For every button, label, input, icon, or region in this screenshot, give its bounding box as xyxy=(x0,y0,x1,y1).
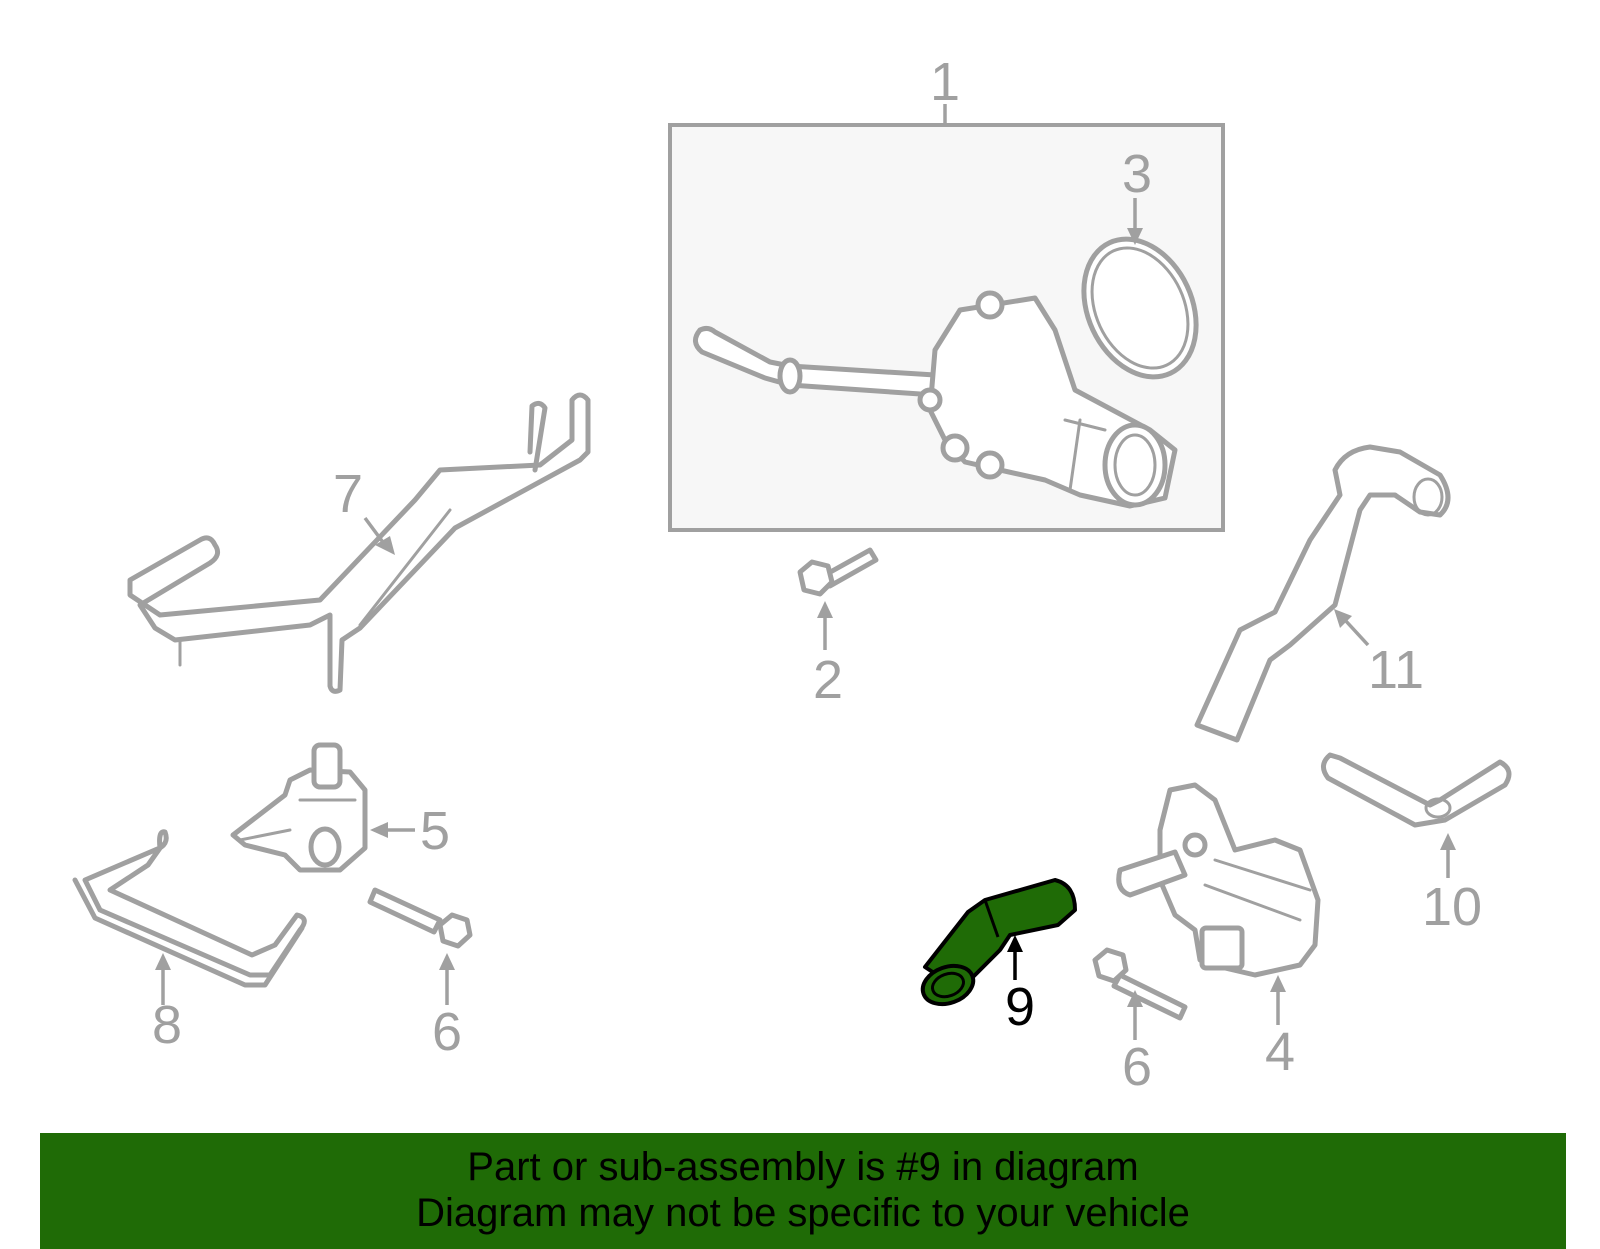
part-9-hose[interactable] xyxy=(917,878,1077,1011)
part-9-hose-body[interactable] xyxy=(923,878,1077,992)
part-4-pump[interactable] xyxy=(1116,782,1321,978)
callout-3: 3 xyxy=(1122,144,1152,204)
leader-lines xyxy=(155,198,1456,1040)
callout-4: 4 xyxy=(1265,1022,1295,1082)
part-11-hose[interactable] xyxy=(1194,444,1451,743)
callout-6-left: 6 xyxy=(432,1002,462,1062)
callout-8: 8 xyxy=(152,995,182,1055)
part-8-hose[interactable] xyxy=(72,829,307,988)
callout-5: 5 xyxy=(420,801,450,861)
callout-labels: 1 2 3 4 5 6 6 7 8 9 10 11 xyxy=(152,52,1482,1097)
part-3-gasket[interactable] xyxy=(1062,221,1217,395)
part-7-pipe[interactable] xyxy=(127,392,591,694)
part-10-hose[interactable] xyxy=(1321,752,1512,828)
banner-line-1: Part or sub-assembly is #9 in diagram xyxy=(467,1145,1139,1189)
callout-7: 7 xyxy=(333,464,363,524)
banner-line-2: Diagram may not be specific to your vehi… xyxy=(416,1191,1190,1235)
part-6-bolt-left[interactable] xyxy=(367,887,473,949)
parts-diagram: 1 2 3 4 5 6 6 7 8 9 10 11 xyxy=(72,52,1512,1097)
part-6-bolt-right[interactable] xyxy=(1092,947,1188,1021)
part-5-valve[interactable] xyxy=(230,742,368,873)
callout-11: 11 xyxy=(1368,640,1424,700)
part-1-housing[interactable] xyxy=(693,290,1178,509)
callout-6-right: 6 xyxy=(1122,1037,1152,1097)
info-banner: Part or sub-assembly is #9 in diagram Di… xyxy=(40,1133,1566,1249)
part-2-bolt[interactable] xyxy=(797,547,879,597)
callout-1: 1 xyxy=(930,52,960,112)
callout-9: 9 xyxy=(1005,977,1035,1037)
part-9-hose-opening-inner xyxy=(931,971,965,999)
callout-10: 10 xyxy=(1422,877,1482,937)
callout-2: 2 xyxy=(813,650,843,710)
